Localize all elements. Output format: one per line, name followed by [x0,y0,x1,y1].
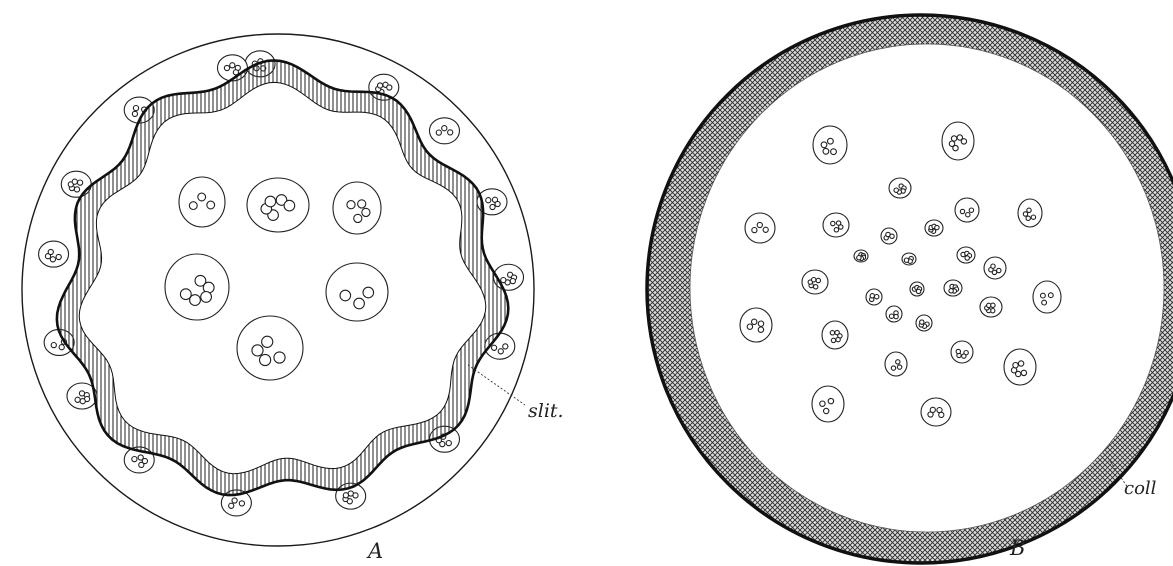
vascular-bundle [429,118,459,144]
vascular-bundle [802,270,828,294]
vascular-bundle [916,315,932,331]
vascular-bundle [179,177,225,227]
vascular-bundle [822,321,848,349]
vascular-bundle [889,178,911,198]
panel-a: slit. A [22,34,564,563]
vascular-bundle [925,220,943,236]
vascular-bundle [854,250,868,262]
panel-b: coll B [647,15,1173,563]
vascular-bundle [740,308,772,342]
vascular-bundle [39,241,69,267]
vascular-bundle [1004,349,1036,385]
vascular-bundle [165,254,229,320]
vascular-bundle [942,122,974,160]
panel-a-label: A [366,539,383,563]
vascular-bundle [886,306,902,322]
vascular-bundle [326,263,388,321]
panel-a-outer-bundles [39,51,524,516]
vascular-bundle [902,253,916,265]
panel-a-annotation: slit. [528,400,564,422]
vascular-bundle [823,213,849,237]
panel-b-label: B [1009,536,1025,560]
vascular-bundle [866,289,882,305]
vascular-bundle [885,352,907,376]
vascular-bundle [944,280,962,296]
vascular-bundle [813,126,847,164]
vascular-bundle [980,297,1002,317]
vascular-bundle [921,398,951,426]
vascular-bundle [237,316,303,380]
vascular-bundle [745,213,775,243]
vascular-bundle [1018,199,1042,227]
vascular-bundle [881,228,897,244]
vascular-bundle [957,247,975,263]
vascular-bundle [247,178,309,232]
vascular-bundle [955,198,979,222]
panel-b-annotation: coll [1124,478,1157,499]
vascular-bundle [951,341,973,363]
panel-a-pith-bundles [165,177,388,380]
vascular-bundle [812,386,844,422]
vascular-bundle [984,257,1006,279]
vascular-bundle [333,182,381,234]
vascular-bundle [910,282,924,296]
vascular-bundle [1033,281,1061,313]
